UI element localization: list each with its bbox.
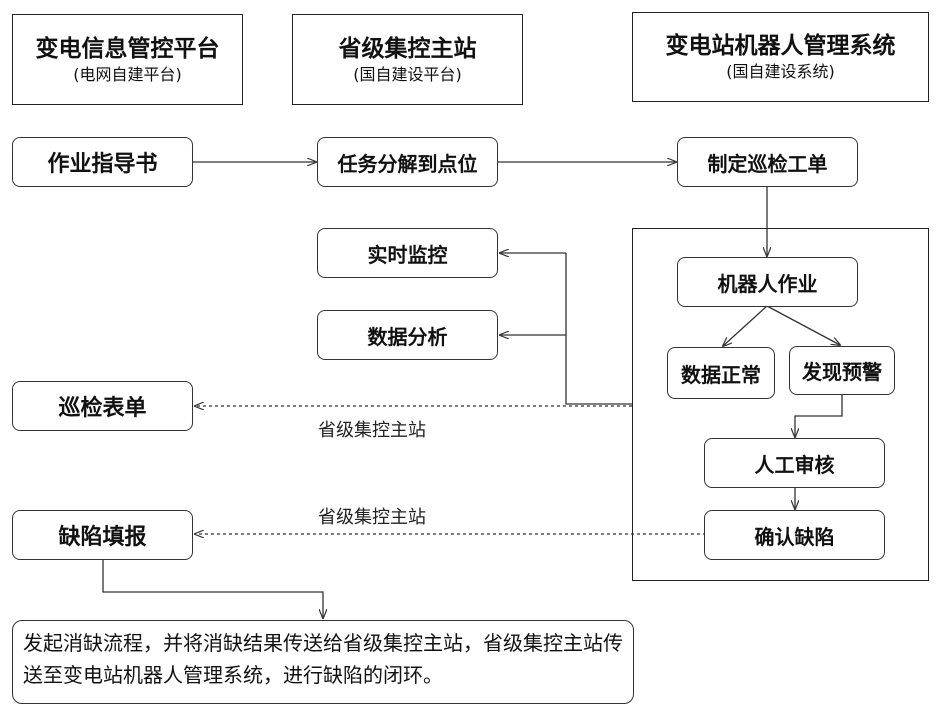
label-inspection-form-source: 省级集控主站 [318, 420, 426, 441]
arrow-robot-to-normal [723, 305, 768, 346]
header-provincial-station: 省级集控主站 (国自建设平台) [292, 14, 523, 105]
arrow-robot-to-warning [766, 305, 840, 345]
node-defect-report: 缺陷填报 [12, 510, 193, 560]
connector-frame-to-provincial [565, 253, 632, 405]
node-confirm-defect: 确认缺陷 [704, 510, 885, 560]
node-data-analysis: 数据分析 [317, 310, 498, 360]
header-grid-platform-subtitle: (电网自建平台) [73, 64, 182, 84]
header-provincial-station-subtitle: (国自建设平台) [353, 64, 462, 84]
node-manual-review: 人工审核 [704, 438, 885, 488]
header-grid-platform: 变电信息管控平台 (电网自建平台) [12, 14, 243, 105]
node-warning-found: 发现预警 [789, 346, 895, 395]
node-inspection-form: 巡检表单 [12, 381, 193, 431]
node-make-order: 制定巡检工单 [677, 137, 858, 187]
header-robot-system-subtitle: (国自建设系统) [726, 62, 835, 81]
node-data-normal: 数据正常 [667, 347, 775, 399]
header-provincial-station-title: 省级集控主站 [338, 35, 477, 62]
label-defect-report-source: 省级集控主站 [318, 507, 426, 528]
closing-note: 发起消缺流程，并将消缺结果传送给省级集控主站，省级集控主站传送至变电站机器人管理… [12, 620, 634, 704]
header-robot-system: 变电站机器人管理系统 (国自建设系统) [632, 12, 929, 102]
node-robot-work: 机器人作业 [677, 257, 858, 307]
header-grid-platform-title: 变电信息管控平台 [35, 35, 220, 62]
arrow-warning-to-review [795, 395, 843, 437]
header-robot-system-title: 变电站机器人管理系统 [665, 33, 896, 59]
arrow-report-to-note [102, 560, 323, 618]
node-work-guide: 作业指导书 [12, 137, 193, 187]
node-task-decompose: 任务分解到点位 [317, 137, 498, 187]
node-realtime-monitor: 实时监控 [317, 228, 498, 278]
robot-system-group-frame [632, 228, 929, 581]
